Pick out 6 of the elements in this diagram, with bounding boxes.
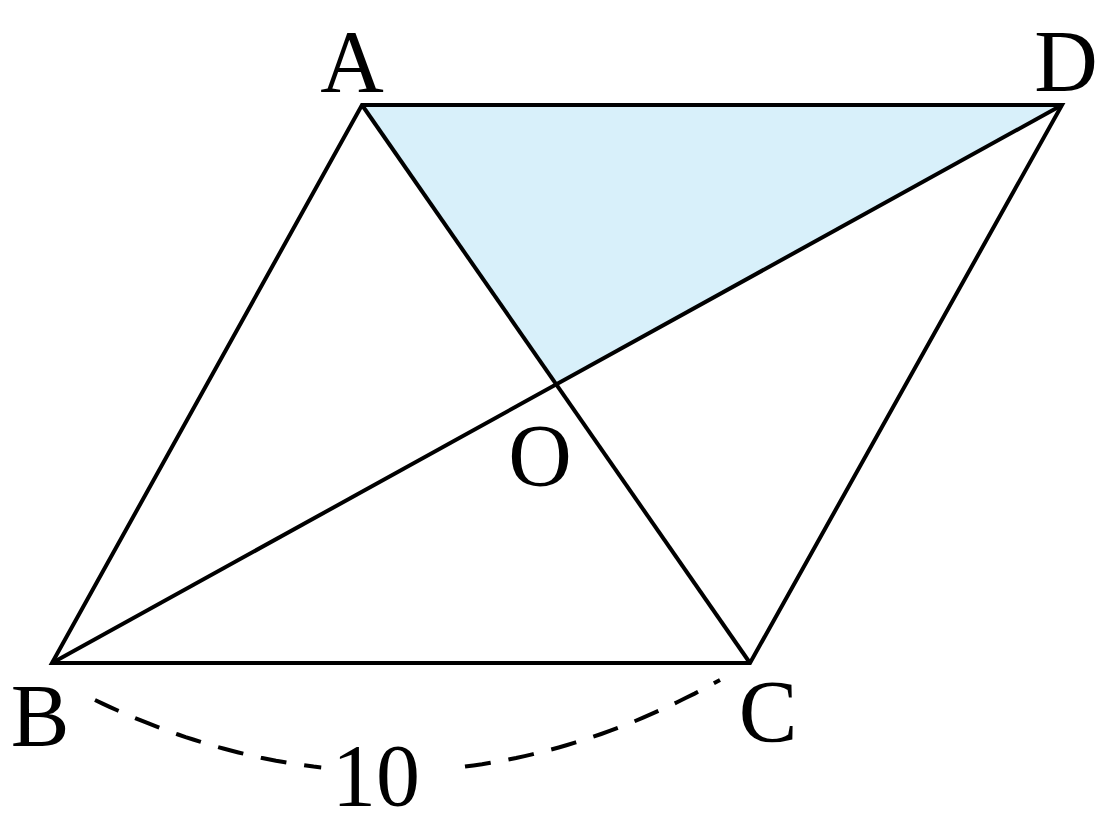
vertex-label: B <box>10 672 70 760</box>
dimension-label: 10 <box>332 732 420 820</box>
vertex-label: D <box>1034 18 1098 106</box>
vertex-label: O <box>508 412 572 500</box>
vertex-label: A <box>320 18 384 106</box>
vertex-label: C <box>738 668 798 756</box>
